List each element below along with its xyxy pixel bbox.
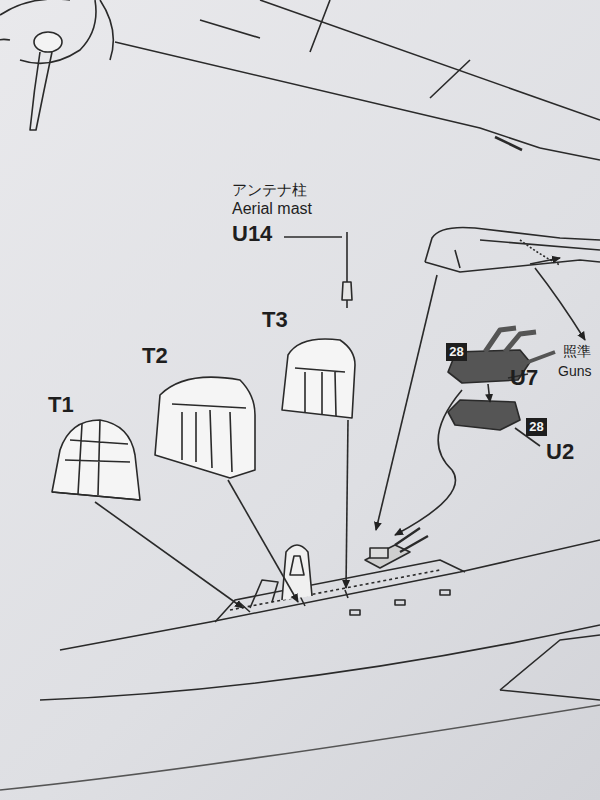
part-number: T3 <box>262 308 288 332</box>
part-number: U2 <box>546 440 574 464</box>
part-number: T2 <box>142 344 168 368</box>
paint-callout-box: 28 <box>446 343 467 361</box>
part-label: Aerial mast <box>232 200 312 218</box>
part-number: U14 <box>232 222 272 246</box>
part-number: T1 <box>48 393 74 417</box>
paint-number: 28 <box>526 420 547 433</box>
label-japanese: 照準 <box>563 344 591 359</box>
label-japanese: アンテナ柱 <box>232 182 307 199</box>
paint-number: 28 <box>446 345 467 358</box>
part-number: U7 <box>510 366 538 390</box>
part-label: Guns <box>558 364 591 379</box>
paint-callout-box: 28 <box>526 418 547 436</box>
